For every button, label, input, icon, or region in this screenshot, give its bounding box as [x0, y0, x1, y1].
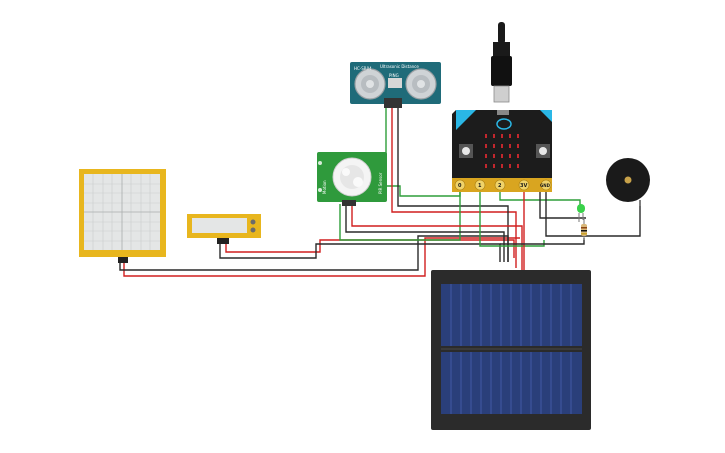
- ultrasonic-model: HC-SR04: [354, 66, 372, 71]
- resistor-icon[interactable]: [581, 218, 587, 240]
- wire-red[interactable]: [123, 237, 520, 277]
- ultrasonic-sensor[interactable]: HC-SR04 Ultrasonic Distance PING: [350, 62, 441, 108]
- wire-red[interactable]: [225, 232, 515, 258]
- pir-sensor[interactable]: Motion PIR Sensor: [317, 152, 387, 206]
- solar-panel[interactable]: [431, 270, 591, 430]
- pir-label-left: Motion: [322, 180, 327, 194]
- pin-1-label: 1: [478, 183, 482, 189]
- wire-black[interactable]: [545, 190, 641, 237]
- pin-gnd-label: GND: [540, 183, 551, 188]
- microbit-board-icon[interactable]: 0 1 2 3V GND: [452, 110, 552, 192]
- multimeter[interactable]: [187, 214, 261, 244]
- ultrasonic-subtitle: Ultrasonic Distance: [380, 64, 419, 69]
- pin-0-label: 0: [458, 183, 462, 189]
- pin-3v-label: 3V: [520, 183, 527, 189]
- wire-black[interactable]: [397, 108, 509, 262]
- wire-black[interactable]: [219, 232, 501, 262]
- led-matrix: [485, 134, 519, 168]
- wire-red[interactable]: [351, 204, 523, 270]
- wire-black[interactable]: [345, 204, 505, 262]
- ultrasonic-brand: PING: [389, 73, 399, 78]
- wire-black[interactable]: [539, 190, 586, 219]
- wire-red[interactable]: [391, 108, 517, 268]
- led-icon[interactable]: [577, 204, 585, 222]
- buzzer-icon[interactable]: [606, 158, 650, 206]
- wire-black[interactable]: [500, 238, 585, 245]
- pin-2-label: 2: [498, 183, 502, 189]
- wire-green[interactable]: [479, 190, 545, 247]
- wire-black[interactable]: [119, 235, 509, 271]
- wire-green[interactable]: [385, 108, 461, 197]
- oscilloscope[interactable]: [79, 169, 166, 263]
- pir-label-right: PIR Sensor: [378, 172, 383, 194]
- wire-green[interactable]: [339, 190, 461, 241]
- wire-group: [119, 108, 641, 277]
- usb-plug-icon[interactable]: [491, 22, 512, 103]
